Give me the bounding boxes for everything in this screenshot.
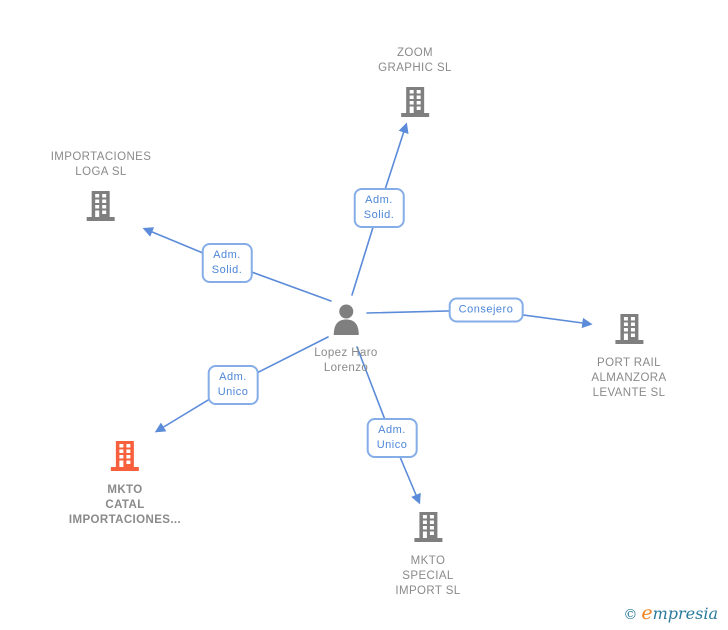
node-label-line: LEVANTE SL	[592, 387, 666, 399]
edge-label-line: Solid.	[363, 209, 395, 221]
edge-label-line: Unico	[376, 439, 408, 451]
edge-label-line: Adm.	[219, 371, 247, 383]
empresia-logo: ©empresia	[623, 602, 718, 624]
person-name-line: Lopez Haro	[314, 347, 378, 359]
node-label: ZOOM GRAPHIC SL	[378, 46, 452, 76]
node-label-line: MKTO	[107, 484, 143, 496]
node-mkto-special[interactable]: MKTO SPECIAL IMPORT SL	[395, 511, 460, 599]
node-label: MKTO SPECIAL IMPORT SL	[395, 554, 460, 599]
person-icon[interactable]	[331, 303, 361, 340]
edge-label-consejero[interactable]: Consejero	[448, 297, 524, 323]
node-label-line: ALMANZORA	[591, 372, 667, 384]
edge-label-adm-unico-left[interactable]: Adm. Unico	[207, 365, 259, 405]
building-icon[interactable]	[411, 511, 445, 548]
node-zoom-graphic[interactable]: ZOOM GRAPHIC SL	[378, 46, 452, 123]
node-label-line: PORT RAIL	[597, 357, 661, 369]
node-label-line: LOGA SL	[75, 166, 127, 178]
node-label-line: ZOOM	[396, 47, 434, 59]
node-label-line: GRAPHIC SL	[378, 62, 452, 74]
building-icon-highlighted[interactable]	[108, 440, 142, 477]
building-icon[interactable]	[84, 190, 118, 227]
node-importaciones-loga[interactable]: IMPORTACIONES LOGA SL	[51, 150, 152, 227]
edge-label-line: Solid.	[211, 264, 243, 276]
edge-label-adm-solid-top[interactable]: Adm. Solid.	[353, 188, 405, 228]
building-icon[interactable]	[398, 86, 432, 123]
node-label-line: IMPORTACIONES...	[68, 514, 182, 526]
node-mkto-catal[interactable]: MKTO CATAL IMPORTACIONES...	[69, 440, 181, 528]
brand-wordmark: mpresia	[652, 604, 718, 623]
edge-label-line: Unico	[217, 386, 249, 398]
node-label-line: IMPORT SL	[395, 585, 461, 597]
node-label: PORT RAIL ALMANZORA LEVANTE SL	[591, 356, 666, 401]
copyright-symbol: ©	[623, 607, 638, 623]
edge-label-line: Adm.	[378, 424, 406, 436]
node-label: IMPORTACIONES LOGA SL	[51, 150, 152, 180]
edge-label-line: Consejero	[458, 303, 514, 316]
node-label-line: SPECIAL	[402, 570, 454, 582]
edge-label-adm-unico-bottom[interactable]: Adm. Unico	[366, 418, 418, 458]
node-label-line: CATAL	[105, 499, 145, 511]
node-label-line: MKTO	[410, 555, 446, 567]
brand-letter-e: e	[641, 602, 653, 624]
node-person-lopez-haro-lorenzo[interactable]: Lopez Haro Lorenzo	[314, 303, 377, 376]
person-name-line: Lorenzo	[323, 362, 369, 374]
building-icon[interactable]	[612, 313, 646, 350]
node-label: MKTO CATAL IMPORTACIONES...	[69, 483, 181, 528]
node-label: Lopez Haro Lorenzo	[314, 346, 377, 376]
edge-label-line: Adm.	[213, 249, 241, 261]
edge-label-line: Adm.	[365, 194, 393, 206]
node-label-line: IMPORTACIONES	[50, 151, 152, 163]
node-port-rail[interactable]: PORT RAIL ALMANZORA LEVANTE SL	[591, 313, 666, 401]
edge-label-adm-solid-left[interactable]: Adm. Solid.	[201, 243, 253, 283]
